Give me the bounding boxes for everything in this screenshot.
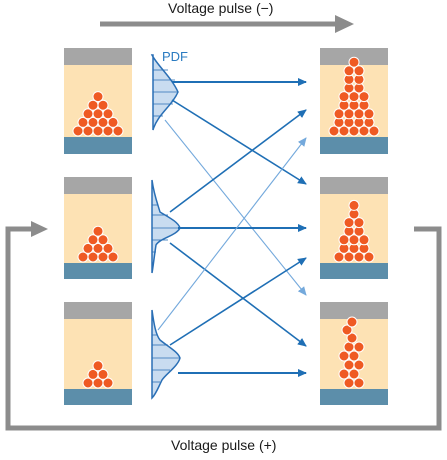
pdf-curve-2: [151, 179, 181, 274]
arrow-low-to-mid: [169, 257, 307, 346]
atom: [102, 242, 114, 254]
arrow-high-to-bottom: [164, 119, 307, 296]
pdf-curve-3: [151, 309, 181, 400]
atom: [346, 316, 358, 328]
atom: [348, 56, 360, 68]
pdf-distributions: [150, 54, 181, 400]
atom: [97, 234, 109, 246]
atom: [368, 125, 380, 137]
atom: [353, 377, 365, 389]
atom: [341, 324, 353, 336]
transition-arrows: [157, 78, 307, 377]
bottom-pulse-loop-arrow: [5, 221, 442, 431]
atom: [343, 377, 355, 389]
arrow-mid-to-top: [169, 109, 307, 213]
atom: [348, 199, 360, 211]
atom: [343, 359, 355, 371]
top-pulse-label: Voltage pulse (−): [168, 0, 274, 16]
arrow-high-to-mid: [171, 99, 307, 185]
arrow-mid-to-bottom: [169, 242, 307, 347]
atom: [353, 341, 365, 353]
atom: [358, 91, 370, 103]
atom: [102, 377, 114, 389]
arrow-low-to-top: [157, 137, 307, 331]
atom: [112, 125, 124, 137]
top-pulse-arrow: [100, 15, 354, 33]
atom: [353, 65, 365, 77]
atom: [346, 332, 358, 344]
atom: [348, 368, 360, 380]
pdf-label: PDF: [162, 49, 188, 64]
atom: [343, 341, 355, 353]
atom: [338, 350, 350, 362]
atom: [107, 251, 119, 263]
atom: [97, 368, 109, 380]
atom: [348, 350, 360, 362]
left-cell-low: [64, 302, 132, 405]
atom: [358, 234, 370, 246]
atom: [363, 251, 375, 263]
atom: [353, 217, 365, 229]
atom: [92, 360, 104, 372]
bottom-pulse-label: Voltage pulse (+): [171, 437, 277, 453]
atom: [92, 225, 104, 237]
atom: [353, 359, 365, 371]
atom: [92, 91, 104, 103]
atom: [363, 108, 375, 120]
filament-atoms: [72, 56, 380, 389]
atom: [97, 99, 109, 111]
atom: [338, 368, 350, 380]
atom: [107, 116, 119, 128]
pdf-curve-1: [150, 54, 179, 131]
atom: [102, 108, 114, 120]
right-cell-mid: [320, 177, 388, 279]
